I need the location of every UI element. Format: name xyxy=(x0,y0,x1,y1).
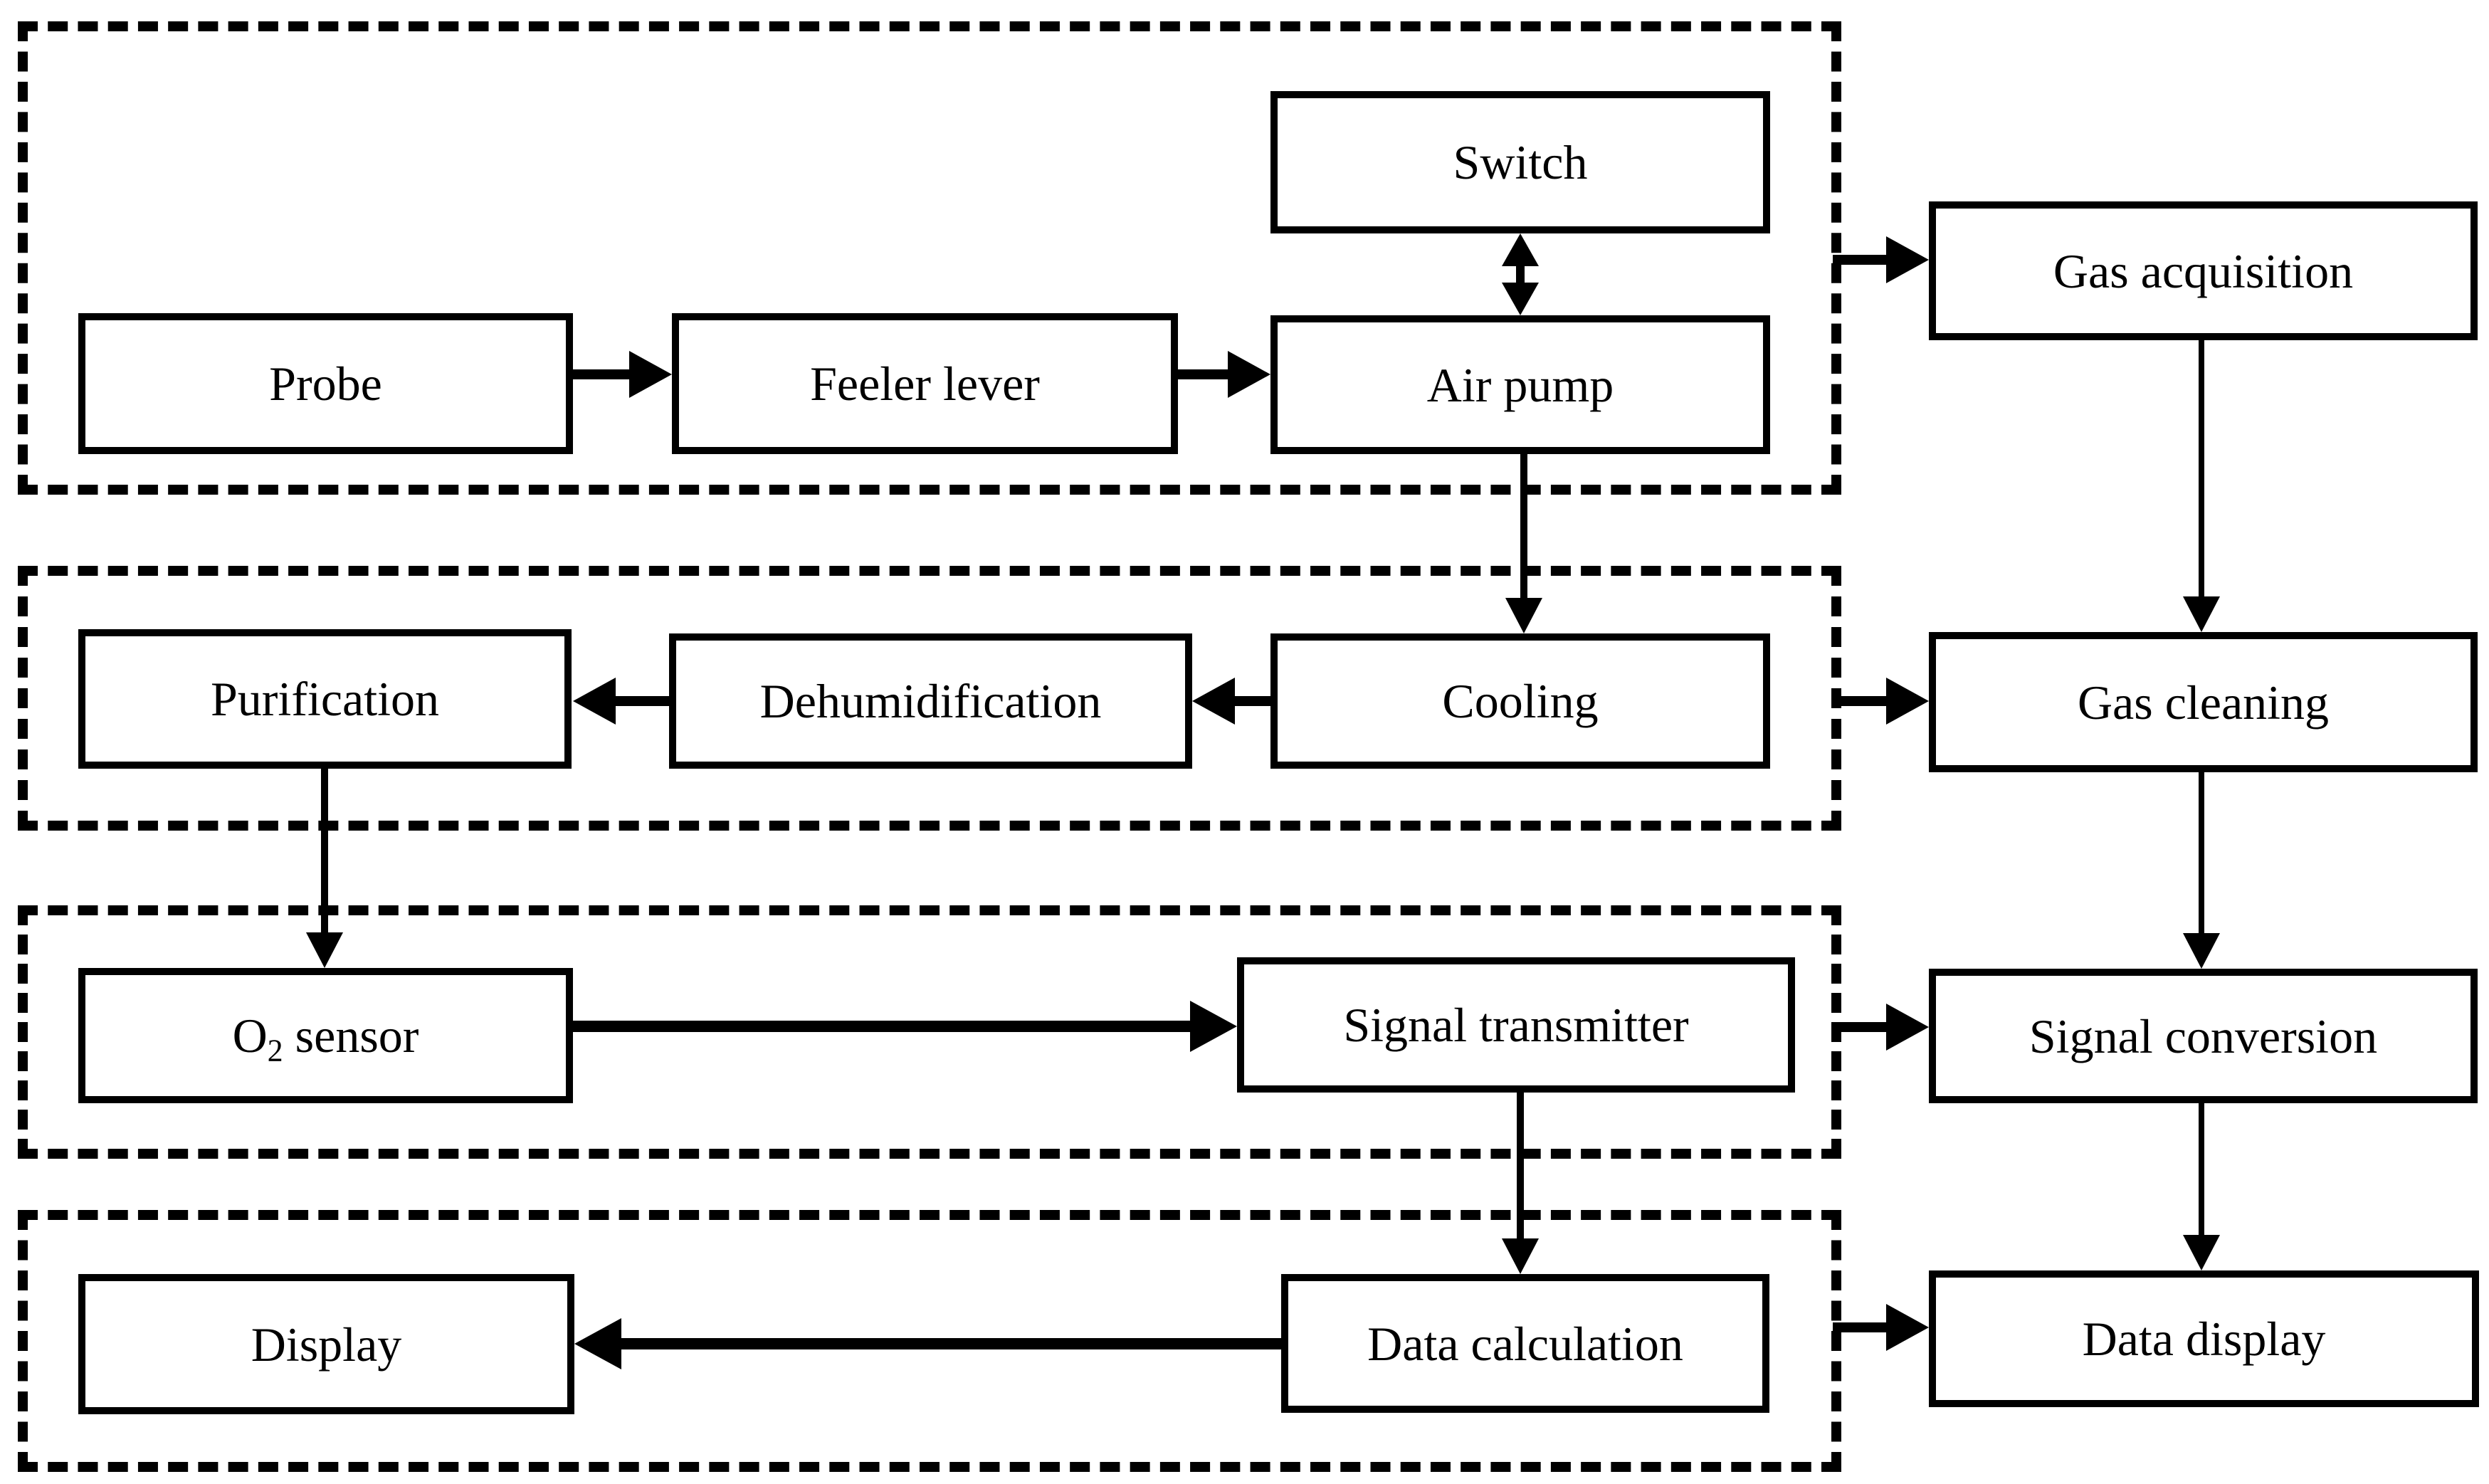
arrow-group4-to-data-display-line xyxy=(1833,1322,1890,1332)
arrow-o2-sensor-to-signal-transmitter-line xyxy=(573,1021,1194,1032)
arrow-group3-to-signal-conversion-line xyxy=(1833,1022,1890,1032)
node-data-calculation-label: Data calculation xyxy=(1367,1316,1683,1371)
node-signal-transmitter: Signal transmitter xyxy=(1237,957,1795,1093)
o2-subscript: 2 xyxy=(267,1033,283,1068)
node-display-label: Display xyxy=(251,1317,402,1372)
node-dehumidification-label: Dehumidification xyxy=(759,674,1102,728)
node-display: Display xyxy=(78,1274,574,1414)
node-cooling-label: Cooling xyxy=(1442,674,1599,728)
node-cooling: Cooling xyxy=(1270,633,1770,769)
arrow-feeler-lever-to-air-pump-head xyxy=(1228,351,1270,398)
node-signal-transmitter-label: Signal transmitter xyxy=(1343,998,1689,1052)
arrow-switch-air-pump-down-head xyxy=(1502,283,1539,315)
node-gas-cleaning-label: Gas cleaning xyxy=(2077,675,2330,730)
node-switch-label: Switch xyxy=(1453,135,1588,189)
arrow-gas-cleaning-to-signal-conversion-line xyxy=(2199,772,2204,937)
node-purification: Purification xyxy=(78,629,572,769)
node-data-display-label: Data display xyxy=(2082,1312,2326,1366)
arrow-group4-to-data-display-head xyxy=(1886,1304,1929,1351)
node-data-calculation: Data calculation xyxy=(1281,1274,1769,1413)
node-probe-label: Probe xyxy=(269,357,382,411)
node-air-pump-label: Air pump xyxy=(1426,357,1614,412)
node-feeler-lever-label: Feeler lever xyxy=(810,357,1040,411)
node-feeler-lever: Feeler lever xyxy=(672,313,1178,454)
arrow-gas-cleaning-to-signal-conversion-head xyxy=(2183,933,2220,969)
arrow-air-pump-to-cooling-head xyxy=(1505,598,1542,633)
arrow-group3-to-signal-conversion-head xyxy=(1886,1004,1929,1051)
arrow-gas-acquisition-to-gas-cleaning-line xyxy=(2199,340,2204,601)
group-row-sampling xyxy=(18,21,1841,495)
node-purification-label: Purification xyxy=(210,672,440,726)
node-dehumidification: Dehumidification xyxy=(669,633,1192,769)
arrow-purification-to-o2-sensor-line xyxy=(321,769,328,937)
node-air-pump: Air pump xyxy=(1270,315,1770,454)
node-signal-conversion: Signal conversion xyxy=(1929,969,2478,1103)
node-o2-sensor-label: O2 sensor xyxy=(232,1009,419,1068)
node-switch: Switch xyxy=(1270,91,1770,233)
arrow-cooling-to-dehumidification-head xyxy=(1192,678,1235,725)
arrow-signal-transmitter-to-data-calculation-line xyxy=(1517,1093,1524,1243)
arrow-signal-transmitter-to-data-calculation-head xyxy=(1502,1238,1539,1274)
arrow-o2-sensor-to-signal-transmitter-head xyxy=(1190,1001,1237,1052)
node-signal-conversion-label: Signal conversion xyxy=(2028,1009,2378,1063)
node-o2-sensor: O2 sensor xyxy=(78,968,573,1103)
arrow-group1-to-gas-acquisition-head xyxy=(1886,236,1929,283)
node-probe: Probe xyxy=(78,313,573,454)
arrow-dehumidification-to-purification-head xyxy=(573,678,616,725)
arrow-gas-acquisition-to-gas-cleaning-head xyxy=(2183,596,2220,632)
group-row-cleaning xyxy=(18,566,1841,831)
arrow-data-calculation-to-display-head xyxy=(574,1318,621,1369)
arrow-cooling-to-dehumidification-line xyxy=(1231,696,1270,706)
arrow-feeler-lever-to-air-pump-line xyxy=(1178,369,1232,379)
arrow-group2-to-gas-cleaning-head xyxy=(1886,678,1929,725)
arrow-signal-conversion-to-data-display-head xyxy=(2183,1235,2220,1270)
group-row-sensing xyxy=(18,905,1841,1159)
node-gas-acquisition: Gas acquisition xyxy=(1929,201,2478,340)
arrow-group1-to-gas-acquisition-line xyxy=(1833,255,1890,265)
arrow-purification-to-o2-sensor-head xyxy=(306,932,343,968)
node-data-display: Data display xyxy=(1929,1270,2479,1407)
arrow-probe-to-feeler-lever-head xyxy=(629,351,672,398)
arrow-data-calculation-to-display-line xyxy=(617,1338,1281,1349)
arrow-air-pump-to-cooling-line xyxy=(1520,454,1527,602)
node-gas-acquisition-label: Gas acquisition xyxy=(2053,243,2354,298)
arrow-group2-to-gas-cleaning-line xyxy=(1833,696,1890,706)
node-gas-cleaning: Gas cleaning xyxy=(1929,632,2478,772)
arrow-dehumidification-to-purification-line xyxy=(611,696,669,706)
arrow-probe-to-feeler-lever-line xyxy=(573,369,633,379)
group-row-output xyxy=(18,1210,1841,1472)
arrow-signal-conversion-to-data-display-line xyxy=(2199,1103,2204,1239)
